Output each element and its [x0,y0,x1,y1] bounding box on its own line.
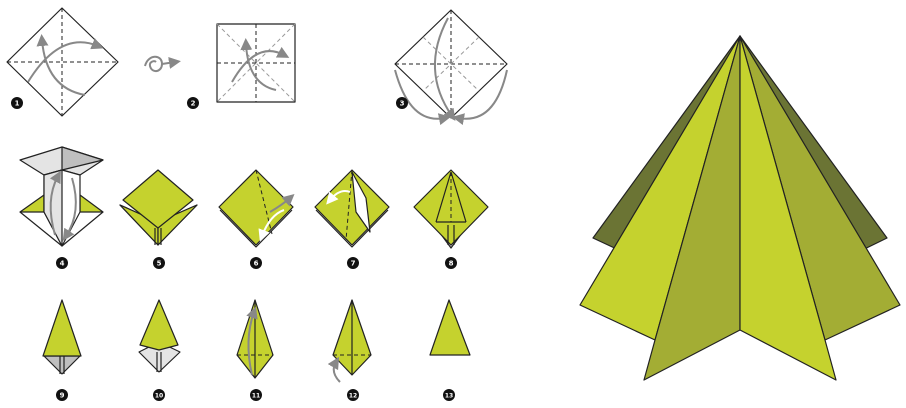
step-number-8: 8 [445,257,457,269]
step-6-fold [219,170,293,247]
step-number-6: 6 [250,257,262,269]
step-8-fold [414,170,488,248]
svg-text:7: 7 [351,260,356,268]
step-9-fold [43,300,81,374]
svg-text:12: 12 [349,393,357,400]
svg-text:9: 9 [60,392,65,400]
step-11-fold [237,300,273,378]
step-number-1: 1 [11,97,23,109]
svg-text:1: 1 [15,100,20,108]
svg-text:2: 2 [191,100,196,108]
step-2-fold [217,24,295,102]
step-5-fold [120,170,197,245]
step-number-4: 4 [56,257,68,269]
finished-tree-illustration [580,36,900,380]
step-number-11: 11 [250,389,262,401]
svg-text:8: 8 [449,260,454,268]
step-number-5: 5 [153,257,165,269]
svg-text:10: 10 [155,393,163,400]
svg-text:11: 11 [252,393,260,400]
step-number-10: 10 [153,389,165,401]
svg-text:13: 13 [445,393,453,400]
step-13-fold [430,300,470,355]
step-12-fold [333,300,371,382]
svg-text:5: 5 [157,260,162,268]
svg-text:4: 4 [60,260,65,268]
step-4-fold [20,147,103,246]
step-7-fold [315,170,389,247]
step-number-12: 12 [347,389,359,401]
step-number-13: 13 [443,389,455,401]
flip-over-icon [145,57,175,71]
step-3-fold [395,10,507,119]
step-number-3: 3 [396,97,408,109]
svg-text:6: 6 [254,260,259,268]
svg-text:3: 3 [400,100,405,108]
step-number-7: 7 [347,257,359,269]
step-10-fold [139,300,180,372]
step-number-2: 2 [187,97,199,109]
step-number-9: 9 [56,389,68,401]
step-1-fold [7,8,118,116]
